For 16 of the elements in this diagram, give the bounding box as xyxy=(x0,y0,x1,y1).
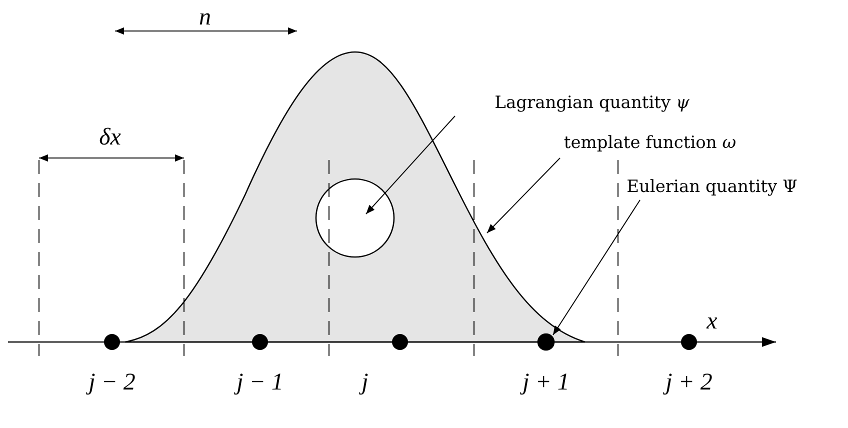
callout-label: Eulerian quantity Ψ xyxy=(626,177,798,197)
leader-line xyxy=(366,116,456,214)
cell-index: j xyxy=(362,370,368,396)
leader-line xyxy=(486,158,560,234)
callout-label: Lagrangian quantity ψ xyxy=(494,93,690,113)
cell-index: j + 1 xyxy=(522,370,570,396)
dimension-label: δx xyxy=(99,124,121,152)
cell-index: j − 2 xyxy=(88,370,136,396)
axis-label: x xyxy=(706,308,718,336)
cell-index: j + 2 xyxy=(666,370,712,396)
grid-point xyxy=(537,333,555,351)
callout-label: template function ω xyxy=(564,133,736,153)
cell-index: j − 1 xyxy=(236,370,284,396)
dimension-label: n xyxy=(199,4,211,32)
leader-line xyxy=(552,200,640,336)
particle-circle xyxy=(315,178,395,258)
